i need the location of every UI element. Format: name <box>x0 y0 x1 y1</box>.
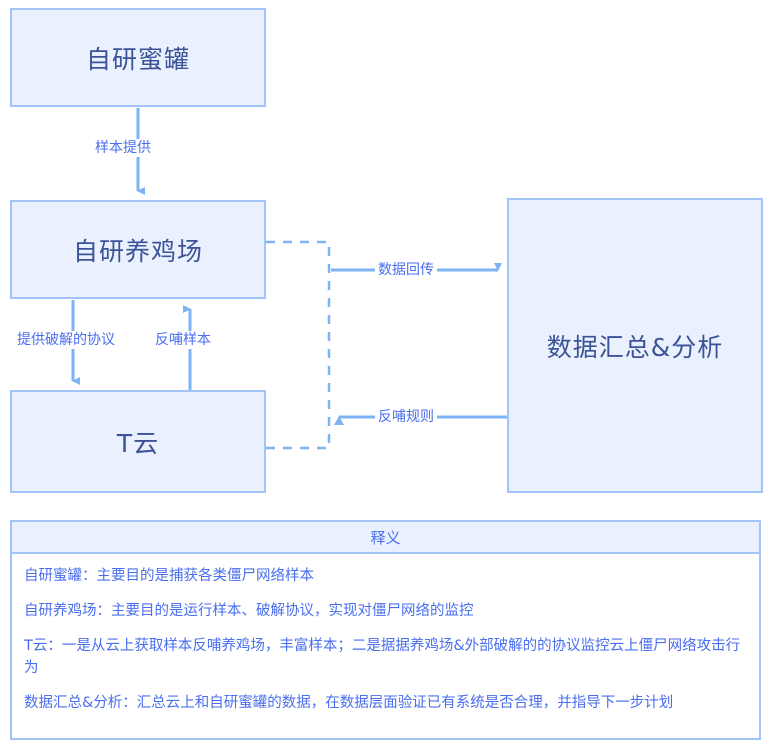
edge-label-feedback-rule: 反哺规则 <box>375 408 437 426</box>
dashed-group-bracket <box>266 240 331 450</box>
node-label: 数据汇总&分析 <box>546 332 724 362</box>
node-data-aggregation-analysis[interactable]: 数据汇总&分析 <box>507 198 763 493</box>
node-self-developed-honeypot[interactable]: 自研蜜罐 <box>10 8 266 107</box>
legend-row: 数据汇总&分析：汇总云上和自研蜜罐的数据，在数据层面验证已有系统是否合理，并指导… <box>24 695 674 711</box>
edge-label-cracked-protocol: 提供破解的协议 <box>14 331 118 349</box>
edge-label-data-return: 数据回传 <box>375 261 437 279</box>
node-label: T云 <box>116 428 160 458</box>
node-self-developed-chicken-farm[interactable]: 自研养鸡场 <box>10 200 266 299</box>
edge-label-feedback-sample: 反哺样本 <box>152 331 214 349</box>
legend-body: 自研蜜罐：主要目的是捕获各类僵尸网络样本 自研养鸡场：主要目的是运行样本、破解协… <box>12 554 759 714</box>
legend-row: 自研养鸡场：主要目的是运行样本、破解协议，实现对僵尸网络的监控 <box>24 603 474 619</box>
legend-row: 自研蜜罐：主要目的是捕获各类僵尸网络样本 <box>24 568 314 584</box>
node-label: 自研养鸡场 <box>72 236 203 266</box>
legend-row: T云：一是从云上获取样本反哺养鸡场，丰富样本；二是据据养鸡场&外部破解的的协议监… <box>24 638 741 676</box>
legend-header: 释义 <box>12 522 759 554</box>
legend-header-label: 释义 <box>370 528 401 547</box>
node-label: 自研蜜罐 <box>85 44 190 74</box>
edge-label-sample-supply: 样本提供 <box>92 139 154 157</box>
node-t-cloud[interactable]: T云 <box>10 390 266 493</box>
legend-table: 释义 自研蜜罐：主要目的是捕获各类僵尸网络样本 自研养鸡场：主要目的是运行样本、… <box>10 520 761 740</box>
